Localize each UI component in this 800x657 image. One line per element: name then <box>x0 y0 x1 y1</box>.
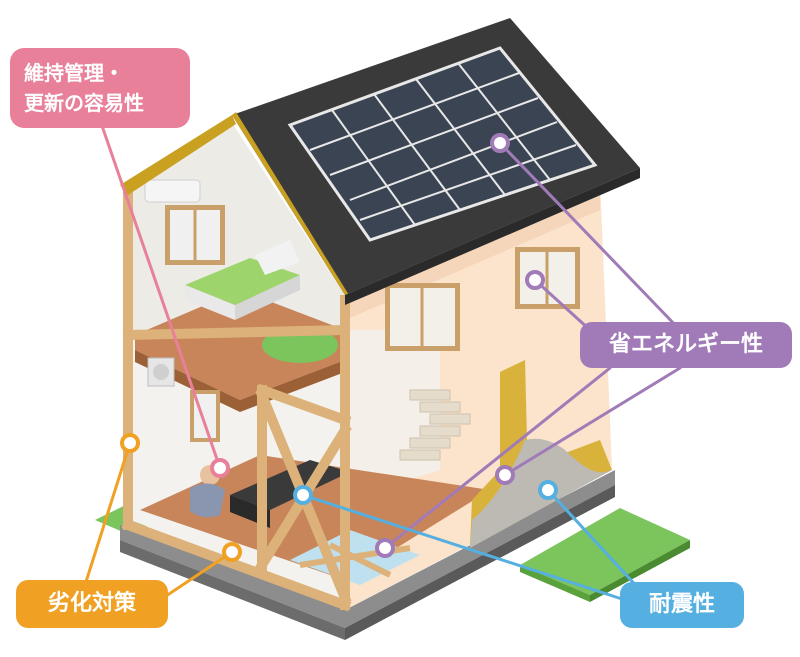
energy-label: 省エネルギー性 <box>580 322 792 368</box>
staircase <box>399 389 471 461</box>
maintenance-label-line1: 維持管理・ <box>24 61 124 85</box>
maintenance-label-line2: 更新の容易性 <box>24 91 144 115</box>
deterioration-label: 劣化対策 <box>16 580 168 628</box>
maintenance-label: 維持管理・ 更新の容易性 <box>10 48 190 128</box>
timber-frame <box>121 190 352 612</box>
air-conditioner <box>144 179 201 203</box>
seismic-label: 耐震性 <box>620 582 744 628</box>
solar-panels <box>287 46 598 242</box>
marker-dots <box>120 133 558 562</box>
leader-lines <box>83 118 682 602</box>
